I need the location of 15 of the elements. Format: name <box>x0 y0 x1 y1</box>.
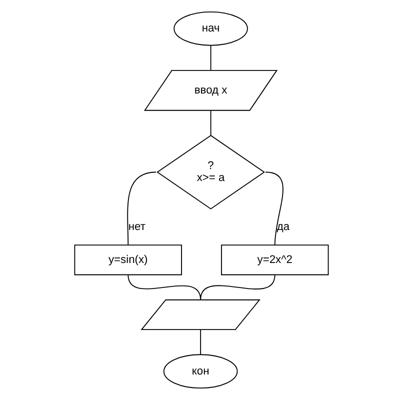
node-box: y=sin(x) <box>74 244 182 276</box>
node-parallelogram <box>140 299 260 330</box>
node-ellipse: нач <box>173 11 248 46</box>
connector <box>210 45 211 71</box>
connector <box>264 172 283 246</box>
connector <box>126 172 156 246</box>
connector <box>210 110 211 136</box>
edge-label: нет <box>128 220 145 233</box>
connector <box>127 274 201 300</box>
connector <box>200 329 201 356</box>
node-diamond: ? x>= a <box>156 134 265 210</box>
edge-label: да <box>276 220 290 233</box>
node-box: y=2x^2 <box>220 244 328 276</box>
connector <box>200 274 275 300</box>
node-ellipse: кон <box>162 354 238 389</box>
